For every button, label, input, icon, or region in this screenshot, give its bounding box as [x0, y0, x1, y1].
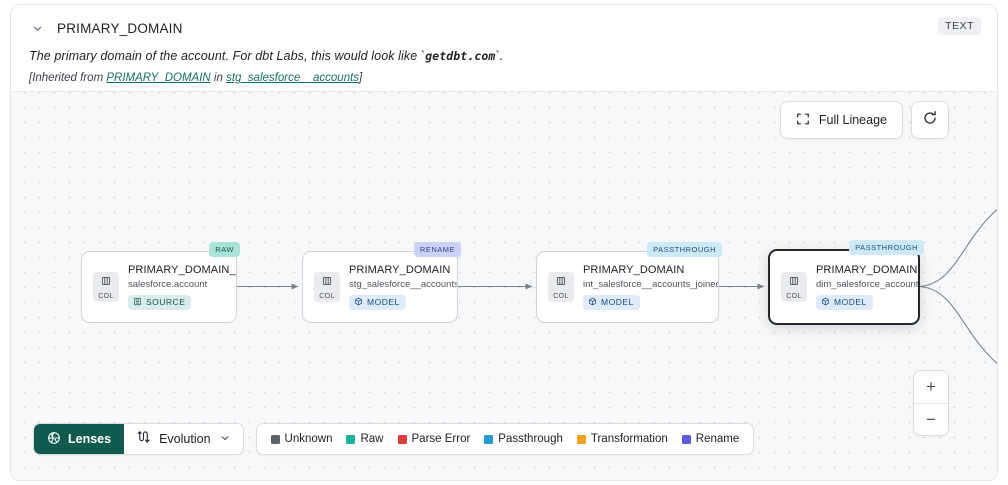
- legend-label: Rename: [695, 433, 740, 445]
- legend-label: Parse Error: [411, 433, 471, 445]
- lenses-button[interactable]: Lenses: [34, 424, 125, 454]
- zoom-in-button[interactable]: +: [914, 371, 948, 403]
- node-column-name: PRIMARY_DOMAIN: [349, 263, 451, 276]
- legend-swatch: [346, 434, 356, 444]
- zoom-controls: + −: [913, 370, 949, 436]
- inherited-model-link[interactable]: stg_salesforce__accounts: [226, 72, 360, 84]
- node-kind-label: MODEL: [834, 297, 867, 307]
- lineage-canvas[interactable]: Full Lineage + − RAW COL PRIMARY_D: [11, 91, 997, 480]
- cube-icon: [588, 297, 597, 308]
- node-body: PRIMARY_DOMAIN int_salesforce__accounts_…: [583, 264, 718, 311]
- lineage-node[interactable]: RENAME COL PRIMARY_DOMAIN stg_salesforce…: [302, 242, 461, 323]
- legend-swatch: [397, 434, 407, 444]
- database-icon: [133, 297, 142, 308]
- lineage-tag-badge: RAW: [209, 242, 240, 257]
- node-table-name: stg_salesforce__accounts: [349, 278, 457, 290]
- legend-item: Transformation: [576, 433, 668, 445]
- column-icon-label: COL: [786, 292, 802, 300]
- node-table-name: salesforce.account: [128, 278, 208, 290]
- legend-label: Transformation: [590, 433, 668, 445]
- inherited-mid: in: [210, 72, 227, 84]
- node-kind-badge: MODEL: [816, 294, 873, 310]
- lineage-edges: [237, 209, 997, 364]
- zoom-out-button[interactable]: −: [914, 403, 948, 435]
- column-icon-label: COL: [553, 292, 569, 300]
- lineage-tag-badge: PASSTHROUGH: [849, 240, 924, 255]
- chevron-down-icon: [219, 432, 231, 447]
- column-detail-panel: PRIMARY_DOMAIN TEXT The primary domain o…: [10, 4, 998, 481]
- node-table-name: dim_salesforce_accounts: [816, 278, 918, 290]
- lineage-node[interactable]: PASSTHROUGH COL PRIMARY_DOMAIN int_sales…: [536, 242, 722, 323]
- chevron-down-icon[interactable]: [29, 20, 45, 36]
- cube-icon: [821, 297, 830, 308]
- full-lineage-button[interactable]: Full Lineage: [779, 101, 903, 139]
- legend-label: Passthrough: [498, 433, 563, 445]
- lineage-tag-badge: RENAME: [413, 242, 461, 257]
- lineage-node-selected[interactable]: PASSTHROUGH COL PRIMARY_DOMAIN dim_sales…: [768, 240, 924, 325]
- column-icon-badge: COL: [781, 272, 807, 302]
- full-lineage-label: Full Lineage: [818, 113, 887, 127]
- legend-swatch: [270, 434, 280, 444]
- node-kind-badge: MODEL: [583, 294, 640, 310]
- legend-item: Unknown: [270, 433, 333, 445]
- status-badge: TEXT: [938, 17, 981, 35]
- node-column-name: PRIMARY_DOMAIN: [583, 263, 685, 276]
- legend-label: Raw: [360, 433, 384, 445]
- legend-item: Passthrough: [484, 433, 563, 445]
- expand-icon: [796, 112, 810, 129]
- legend-swatch: [681, 434, 691, 444]
- column-icon: [555, 274, 567, 292]
- cube-icon: [354, 297, 363, 308]
- node-kind-badge: SOURCE: [128, 294, 192, 310]
- node-column-name: PRIMARY_DOMAIN: [816, 263, 918, 276]
- node-kind-label: SOURCE: [146, 297, 186, 307]
- column-icon-badge: COL: [548, 272, 574, 302]
- refresh-icon: [922, 110, 938, 131]
- legend-item: Parse Error: [397, 433, 471, 445]
- header-title-row: PRIMARY_DOMAIN: [29, 17, 981, 39]
- panel-header: PRIMARY_DOMAIN TEXT The primary domain o…: [11, 5, 997, 91]
- node-body: PRIMARY_DOMAIN dim_salesforce_accounts M…: [816, 264, 918, 311]
- description-suffix: `.: [495, 49, 504, 63]
- inherited-open: [Inherited from: [29, 72, 107, 84]
- legend-swatch: [484, 434, 494, 444]
- column-icon-label: COL: [98, 292, 114, 300]
- canvas-top-controls: Full Lineage: [779, 101, 949, 139]
- node-kind-label: MODEL: [601, 297, 634, 307]
- description-code: getdbt.com: [425, 49, 496, 63]
- node-body: PRIMARY_DOMAIN__C salesforce.account SOU…: [128, 264, 236, 311]
- lineage-tag-badge: PASSTHROUGH: [647, 242, 722, 257]
- inherited-close: ]: [359, 72, 363, 84]
- node-kind-label: MODEL: [367, 297, 400, 307]
- lenses-label: Lenses: [68, 432, 112, 446]
- description-prefix: The primary domain of the account. For d…: [29, 49, 426, 63]
- page-title: PRIMARY_DOMAIN: [57, 20, 183, 36]
- column-icon: [788, 274, 800, 292]
- node-column-name: PRIMARY_DOMAIN__C: [128, 263, 236, 276]
- lenses-evolution-group: Lenses Evolution: [33, 423, 244, 455]
- node-kind-badge: MODEL: [349, 294, 406, 310]
- legend-label: Unknown: [284, 433, 333, 445]
- column-icon-label: COL: [319, 292, 335, 300]
- column-icon: [321, 274, 333, 292]
- legend-swatch: [576, 434, 586, 444]
- node-body: PRIMARY_DOMAIN stg_salesforce__accounts …: [349, 264, 457, 311]
- inherited-column-link[interactable]: PRIMARY_DOMAIN: [106, 72, 211, 84]
- evolution-dropdown[interactable]: Evolution: [124, 424, 242, 454]
- lineage-node[interactable]: RAW COL PRIMARY_DOMAIN__C salesforce.acc…: [81, 242, 240, 323]
- node-table-name: int_salesforce__accounts_joined: [583, 278, 718, 290]
- column-icon-badge: COL: [314, 272, 340, 302]
- legend-item: Rename: [681, 433, 740, 445]
- evolution-icon: [136, 430, 151, 448]
- legend-item: Raw: [346, 433, 384, 445]
- column-icon: [100, 274, 112, 292]
- evolution-label: Evolution: [159, 432, 211, 446]
- inherited-from-line: [Inherited from PRIMARY_DOMAIN in stg_sa…: [29, 72, 981, 84]
- aperture-icon: [47, 431, 61, 448]
- refresh-button[interactable]: [911, 101, 949, 139]
- canvas-bottom-bar: Lenses Evolution Unknown Raw Parse Error…: [33, 423, 755, 455]
- column-icon-badge: COL: [93, 272, 119, 302]
- legend: Unknown Raw Parse Error Passthrough Tran…: [255, 423, 755, 455]
- column-description: The primary domain of the account. For d…: [29, 49, 981, 63]
